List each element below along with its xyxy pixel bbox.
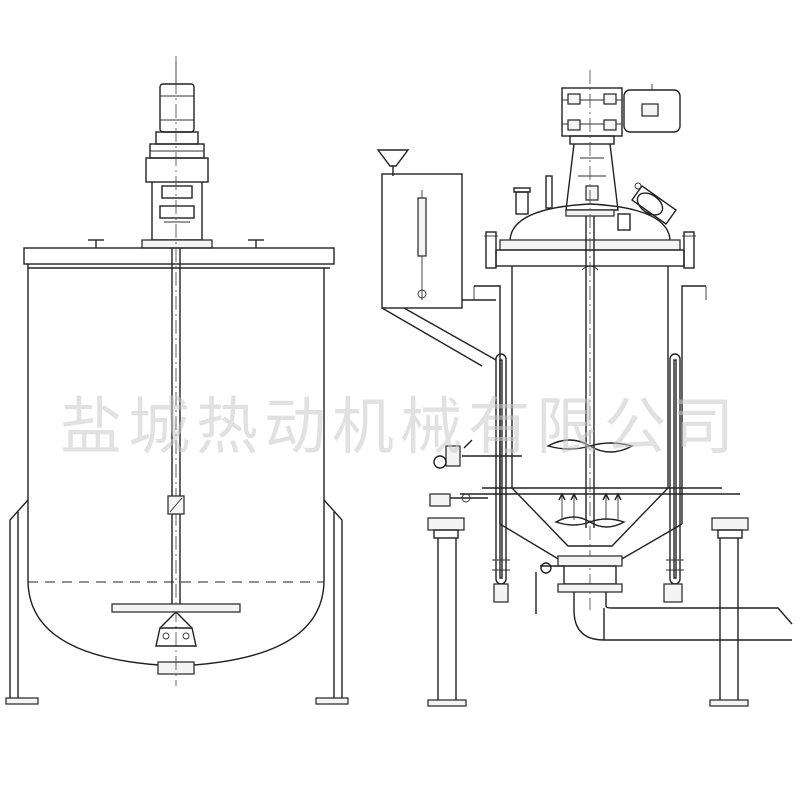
left-mixing-tank (5, 56, 349, 705)
heating-coil-left (492, 353, 510, 603)
left-tank-cover (23, 239, 335, 269)
heating-coil-right (663, 353, 684, 603)
right-agitator (546, 70, 634, 610)
right-gear-motor (561, 84, 681, 211)
head-bolt-right (682, 231, 696, 269)
right-reactor (376, 70, 793, 707)
left-agitator (111, 56, 241, 686)
manway-sight-glass (631, 182, 677, 225)
discharge-pipe (573, 592, 793, 641)
funnel-head-tank (376, 149, 497, 367)
left-tank-legs (5, 499, 349, 705)
bottom-outlet-valve (535, 555, 623, 614)
side-valve (429, 493, 488, 507)
flow-arrows (558, 492, 622, 520)
head-bolt-left (484, 231, 498, 269)
left-drive-motor (141, 62, 213, 249)
cover-handle-left (88, 239, 104, 248)
temperature-probe (433, 439, 522, 469)
support-left (427, 517, 467, 707)
cover-handle-right (248, 239, 264, 248)
support-right (709, 517, 749, 707)
